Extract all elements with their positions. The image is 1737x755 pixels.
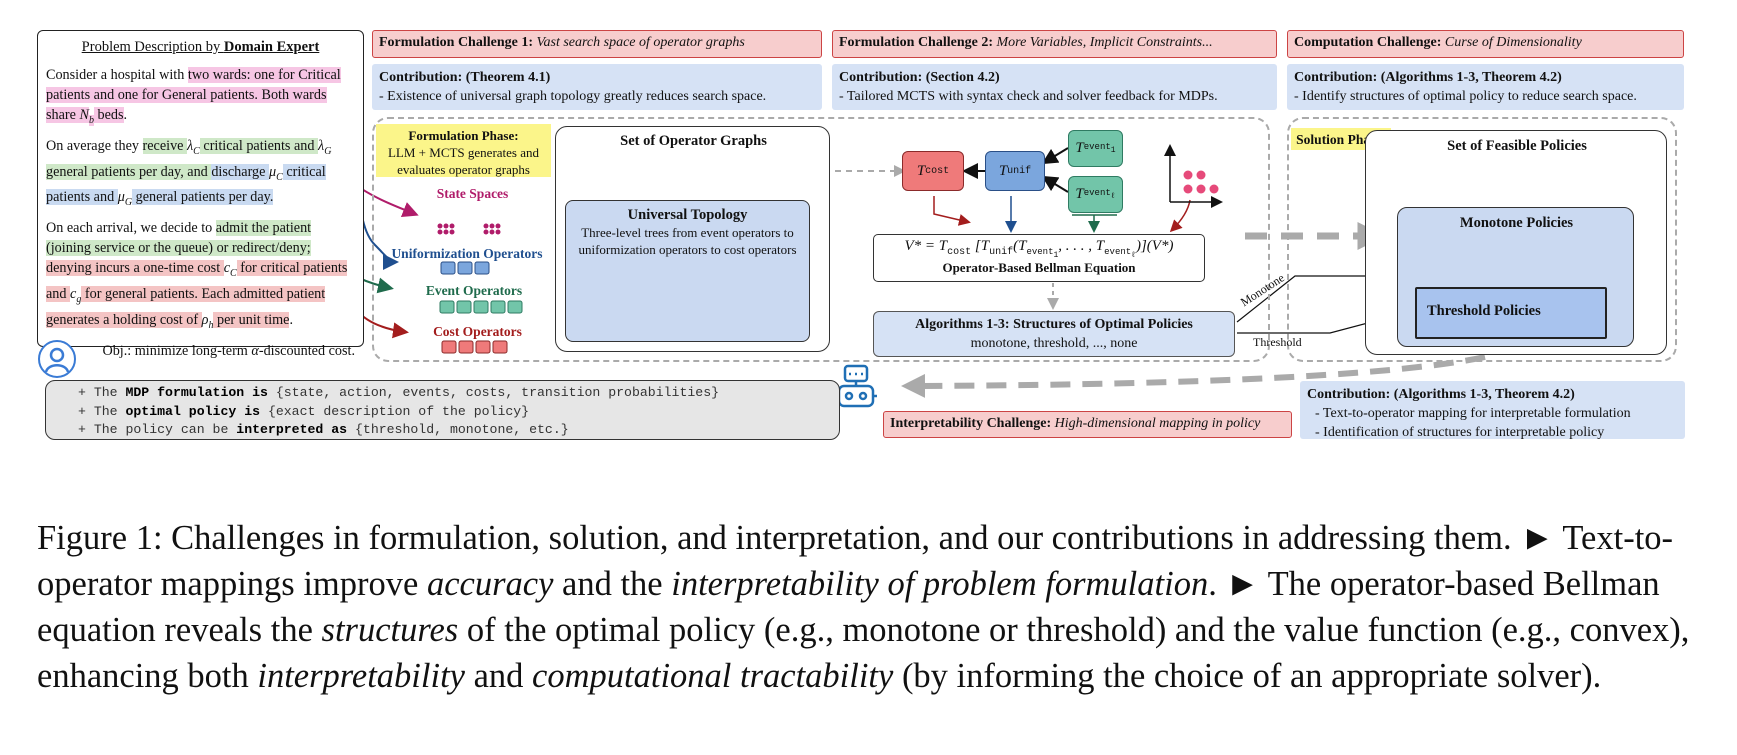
state-space-icon — [437, 223, 501, 235]
operator-graphs-title: Set of Operator Graphs — [620, 133, 767, 149]
output-line-3: + The policy can be interpreted as {thre… — [78, 422, 569, 437]
contribution-algorithms-1: Contribution: (Algorithms 1-3, Theorem 4… — [1287, 64, 1684, 110]
universal-topology-desc: Three-level trees from event operators t… — [578, 225, 797, 257]
threshold-policies-title: Threshold Policies — [1427, 303, 1541, 319]
bellman-equation-box: V* = Tcost [Tunif(Tevent1, . . . , Teven… — [873, 234, 1205, 282]
arrow-label-threshold: Threshold — [1253, 335, 1302, 349]
bellman-equation: V* = Tcost [Tunif(Tevent1, . . . , Teven… — [904, 238, 1174, 260]
output-bubble: + The MDP formulation is {state, action,… — [45, 380, 840, 440]
cost-ops-icons — [441, 340, 508, 354]
problem-title: Problem Description by Domain Expert — [81, 39, 320, 55]
algorithms-box: Algorithms 1-3: Structures of Optimal Po… — [873, 311, 1235, 357]
formulation-phase-label: Formulation Phase:LLM + MCTS generates a… — [376, 124, 551, 177]
arrow-tevent1-tunif — [1041, 147, 1069, 165]
problem-paragraph-2: On average they receive λC critical pati… — [46, 137, 332, 209]
header-formulation-challenge-2: Formulation Challenge 2: More Variables,… — [832, 30, 1277, 58]
problem-description-card: Problem Description by Domain Expert Con… — [37, 30, 364, 359]
user-avatar-icon — [38, 340, 76, 378]
objective: Obj.: minimize long-term α-discounted co… — [102, 342, 355, 359]
arrow-return — [901, 354, 1486, 398]
state-spaces-label: State Spaces — [436, 186, 509, 201]
cost-operators-label: Cost Operators — [433, 324, 522, 339]
output-line-1: + The MDP formulation is {state, action,… — [78, 385, 720, 400]
arrow-tcost-eq — [933, 196, 971, 226]
header-formulation-challenge-1: Formulation Challenge 1: Vast search spa… — [372, 30, 822, 58]
event-operators-label: Event Operators — [425, 283, 523, 298]
threshold-policies-box: Threshold Policies — [1415, 287, 1607, 339]
universal-topology-box: Universal Topology Three-level trees fro… — [565, 200, 810, 342]
solution-phase-region — [1287, 117, 1677, 362]
contribution-theorem-4-1: Contribution: (Theorem 4.1)- Existence o… — [372, 64, 822, 110]
arrow-monotone — [1236, 271, 1396, 323]
unif-ops-icons — [440, 261, 490, 275]
interpretability-challenge: Interpretability Challenge: High-dimensi… — [883, 411, 1292, 438]
feasible-policies-title: Set of Feasible Policies — [1447, 138, 1587, 154]
bellman-equation-label: Operator-Based Bellman Equation — [942, 259, 1136, 275]
contribution-algorithms-bottom: Contribution: (Algorithms 1-3, Theorem 4… — [1300, 381, 1685, 440]
header-computation-challenge: Computation Challenge: Curse of Dimensio… — [1287, 30, 1684, 58]
output-line-2: + The optimal policy is {exact descripti… — [78, 403, 530, 419]
arrow-scatter-eq — [1169, 199, 1191, 233]
problem-paragraph-1: Consider a hospital with two wards: one … — [46, 67, 341, 126]
figure-caption: Figure 1: Challenges in formulation, sol… — [37, 519, 1690, 695]
uniformization-operators-label: Uniformization Operators — [391, 246, 543, 261]
monotone-policies-title: Monotone Policies — [1459, 215, 1574, 231]
arrow-teventl-tunif — [1041, 175, 1069, 193]
problem-paragraph-3: On each arrival, we decide to admit the … — [46, 220, 348, 331]
event-ops-icons — [439, 300, 523, 314]
formulation-phase-region — [372, 117, 1270, 362]
universal-topology-title: Universal Topology — [627, 207, 748, 223]
contribution-section-4-2: Contribution: (Section 4.2)- Tailored MC… — [832, 64, 1277, 110]
robot-icon — [835, 364, 877, 408]
